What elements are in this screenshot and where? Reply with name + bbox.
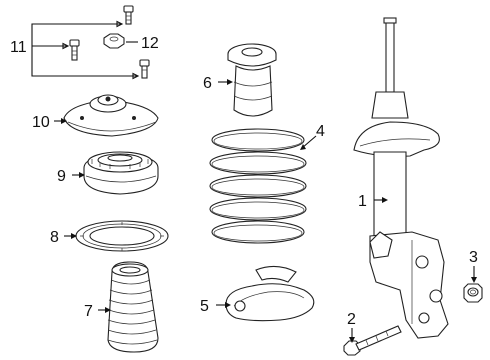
dust-boot — [107, 261, 159, 353]
strut-assembly — [353, 17, 449, 339]
callout-10: 10 — [32, 114, 50, 131]
upper-spring-seat — [83, 151, 159, 195]
callout-11: 11 — [10, 39, 27, 56]
bearing-ring — [75, 220, 169, 252]
mount-bolts — [31, 5, 150, 80]
callout-12: 12 — [141, 35, 159, 52]
callout-2: 2 — [347, 311, 356, 328]
leader-lines — [54, 79, 477, 343]
lower-spring-seat — [225, 265, 315, 322]
lower-bolt — [343, 325, 402, 356]
callout-3: 3 — [469, 249, 478, 266]
callout-6: 6 — [203, 75, 212, 92]
callout-7: 7 — [84, 303, 93, 320]
callout-1: 1 — [358, 193, 367, 210]
callout-8: 8 — [50, 229, 59, 246]
mount-nut — [103, 33, 138, 49]
coil-spring — [209, 128, 307, 244]
callout-5: 5 — [200, 298, 209, 315]
callout-4: 4 — [316, 123, 325, 140]
strut-mount — [63, 94, 159, 137]
nut — [463, 283, 483, 303]
bump-stop — [227, 43, 277, 117]
callout-9: 9 — [57, 168, 66, 185]
